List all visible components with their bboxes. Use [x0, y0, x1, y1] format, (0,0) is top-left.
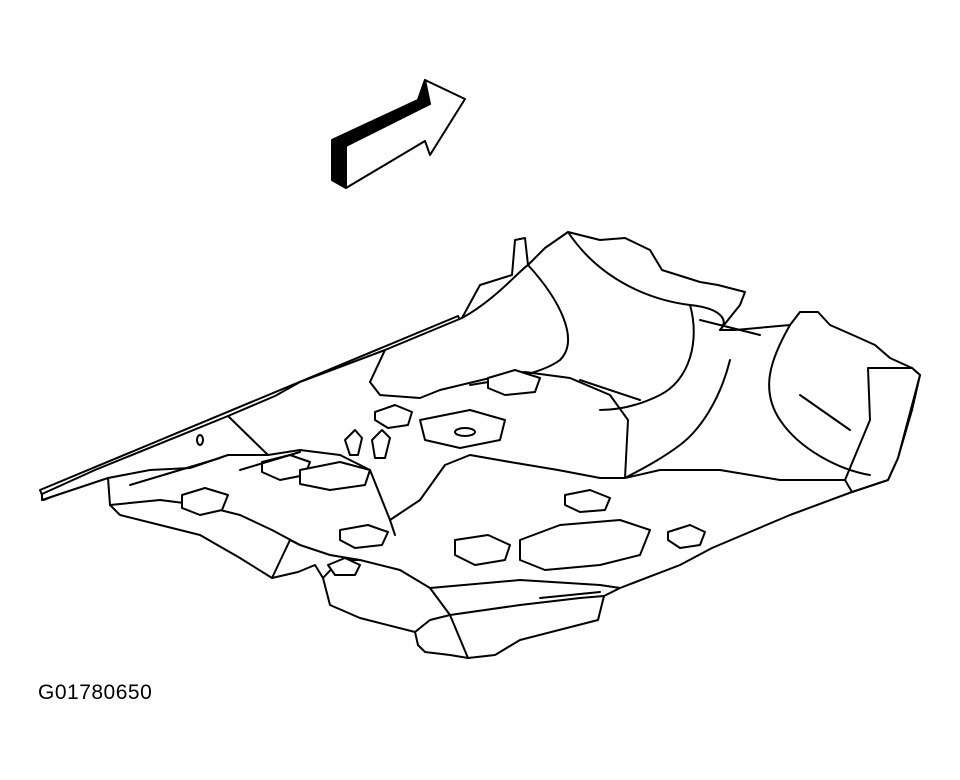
retainer-tab	[328, 558, 360, 575]
retainer-tab	[455, 535, 510, 565]
right-sill-panel	[845, 368, 920, 492]
clip	[372, 430, 390, 458]
retainer-tab	[375, 405, 412, 428]
direction-arrow-icon	[332, 80, 465, 188]
center-tunnel	[228, 372, 628, 520]
retainer-tab	[340, 525, 388, 548]
figure-id-label: G01780650	[38, 681, 153, 704]
retainer-tab	[488, 370, 540, 395]
retainer-tab	[182, 488, 228, 515]
retainer-tab	[668, 525, 705, 548]
clip	[345, 430, 362, 455]
carpet-outline	[42, 232, 920, 658]
floor-carpet-icon	[40, 232, 920, 658]
retainer-tab	[565, 490, 610, 512]
